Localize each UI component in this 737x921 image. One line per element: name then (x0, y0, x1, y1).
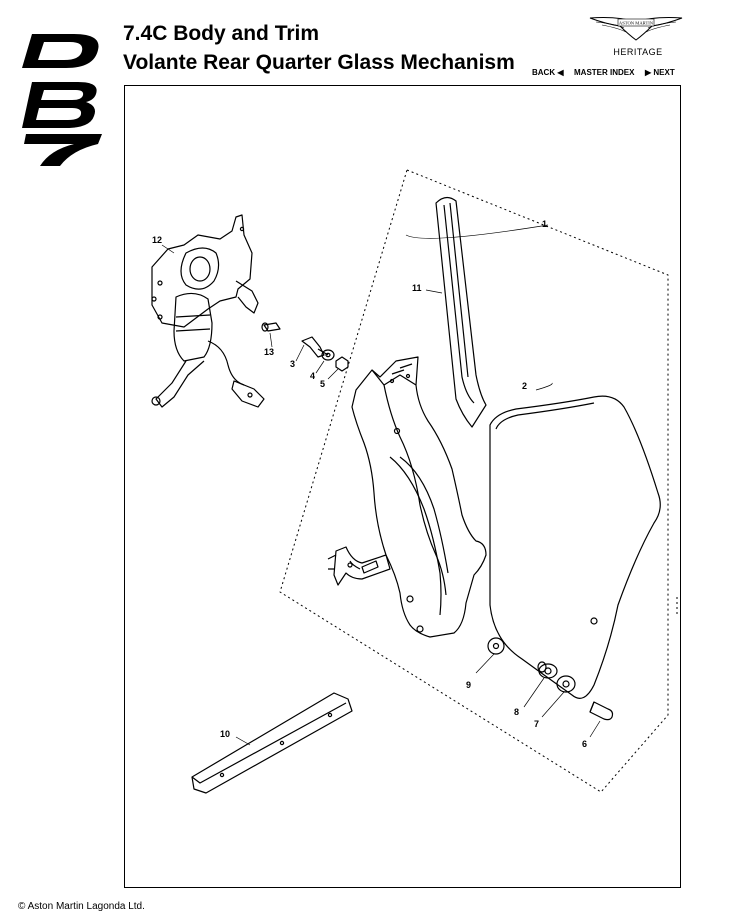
callout-11: 11 (412, 283, 422, 293)
callout-9: 9 (466, 680, 471, 690)
part-2-quarter-glass (489, 395, 661, 699)
lower-bracket (327, 546, 391, 586)
callout-6: 6 (582, 739, 587, 749)
master-index-link[interactable]: MASTER INDEX (574, 68, 635, 77)
db7-logo (22, 34, 102, 166)
section-title: 7.4C Body and Trim (123, 22, 320, 45)
next-link[interactable]: ▶ NEXT (645, 68, 675, 77)
part-8-washer (538, 663, 558, 679)
part-10-trim-strip (191, 692, 353, 794)
svg-text:ASTON MARTIN: ASTON MARTIN (619, 21, 654, 26)
callout-2: 2 (522, 381, 527, 391)
copyright-text: © Aston Martin Lagonda Ltd. (18, 901, 145, 912)
callout-4: 4 (310, 371, 315, 381)
callout-3: 3 (290, 359, 295, 369)
regulator-frame (351, 356, 487, 638)
callout-12: 12 (152, 235, 162, 245)
part-4-washer (321, 349, 335, 361)
part-11-channel-strip (435, 196, 487, 428)
back-link[interactable]: BACK ◀ (532, 68, 564, 77)
aston-martin-wings-logo: ASTON MARTIN (589, 17, 683, 41)
callout-8: 8 (514, 707, 519, 717)
callout-10: 10 (220, 729, 230, 739)
heritage-label: HERITAGE (613, 47, 663, 57)
part-3-stud (301, 336, 329, 358)
callout-13: 13 (264, 347, 274, 357)
part-7-washer (556, 675, 576, 693)
part-6-screw (589, 701, 614, 721)
page-subtitle: Volante Rear Quarter Glass Mechanism (123, 51, 515, 74)
callout-1: 1 (542, 219, 547, 229)
exploded-parts-diagram: 1 2 3 4 5 6 7 8 9 10 11 12 13 (151, 169, 678, 794)
diagram-frame (124, 85, 681, 888)
assembly-boundary (279, 169, 669, 793)
part-12-window-motor (151, 214, 265, 408)
part-9-washer (487, 637, 505, 655)
part-13-screw (261, 322, 281, 332)
part-5-nut (335, 356, 349, 372)
callout-5: 5 (320, 379, 325, 389)
callout-7: 7 (534, 719, 539, 729)
